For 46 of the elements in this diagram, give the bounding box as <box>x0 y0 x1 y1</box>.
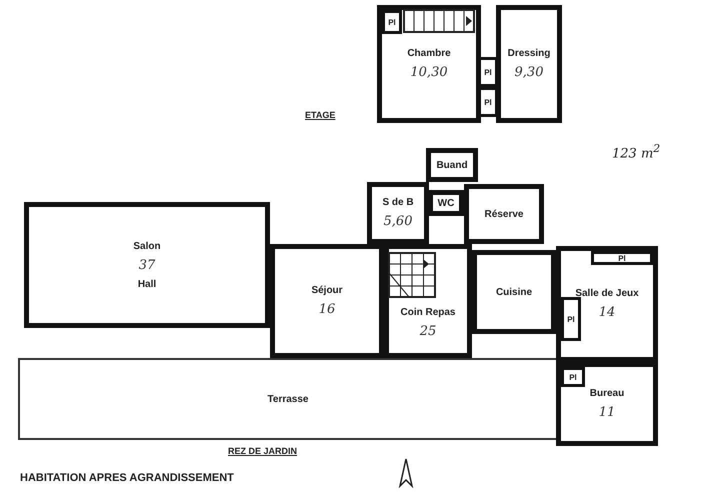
room-label: Pl <box>484 98 492 106</box>
area-value: 11 <box>598 405 616 420</box>
room-outline <box>426 148 478 182</box>
room-label: Buand <box>436 160 468 170</box>
area-value: 5,60 <box>384 214 412 229</box>
room-outline <box>24 202 270 328</box>
area-value: 16 <box>318 302 336 317</box>
room-outline <box>377 5 481 123</box>
room-label: Pl <box>569 372 577 382</box>
floor-label: REZ DE JARDIN <box>228 446 298 456</box>
room-label: Salon <box>133 240 161 252</box>
area-value: 37 <box>138 258 156 272</box>
room-outline <box>556 362 658 446</box>
room-label: Pl <box>618 254 626 262</box>
room-outline <box>496 5 562 123</box>
room-label: Pl <box>567 314 575 324</box>
closet-outline <box>478 57 498 87</box>
area-value: 14 <box>598 305 616 320</box>
closet-outline <box>561 367 585 387</box>
room-label: S de B <box>382 197 414 208</box>
closet-outline <box>591 251 653 265</box>
room-label: Coin Repas <box>400 307 456 318</box>
room-outline <box>464 184 544 244</box>
room-label: Salle de Jeux <box>575 288 639 299</box>
room-label: Chambre <box>407 48 451 59</box>
room-label: Bureau <box>590 388 624 399</box>
room-label: Dressing <box>508 48 550 59</box>
closet-outline <box>382 10 402 34</box>
room-outline <box>367 182 429 244</box>
room-label: Hall <box>138 278 156 290</box>
area-value: 9,30 <box>514 65 544 80</box>
area-total: 123 m$^{2}$ <box>612 142 660 162</box>
room-label: Cuisine <box>496 286 532 298</box>
floor-label: ETAGE <box>305 110 336 120</box>
room-label: WC <box>438 198 454 208</box>
closet-outline <box>478 87 498 117</box>
closet-outline <box>561 297 581 341</box>
room-label: Séjour <box>311 285 343 296</box>
terrace-outline <box>18 358 558 440</box>
plan-title: HABITATION APRES AGRANDISSEMENT <box>20 472 234 484</box>
room-label: Réserve <box>484 208 524 220</box>
area-value: 25 <box>420 324 436 339</box>
area-value: 10,30 <box>410 65 448 80</box>
room-label: Pl <box>484 68 492 76</box>
room-label: Terrasse <box>268 394 308 404</box>
room-label: Pl <box>388 18 396 26</box>
